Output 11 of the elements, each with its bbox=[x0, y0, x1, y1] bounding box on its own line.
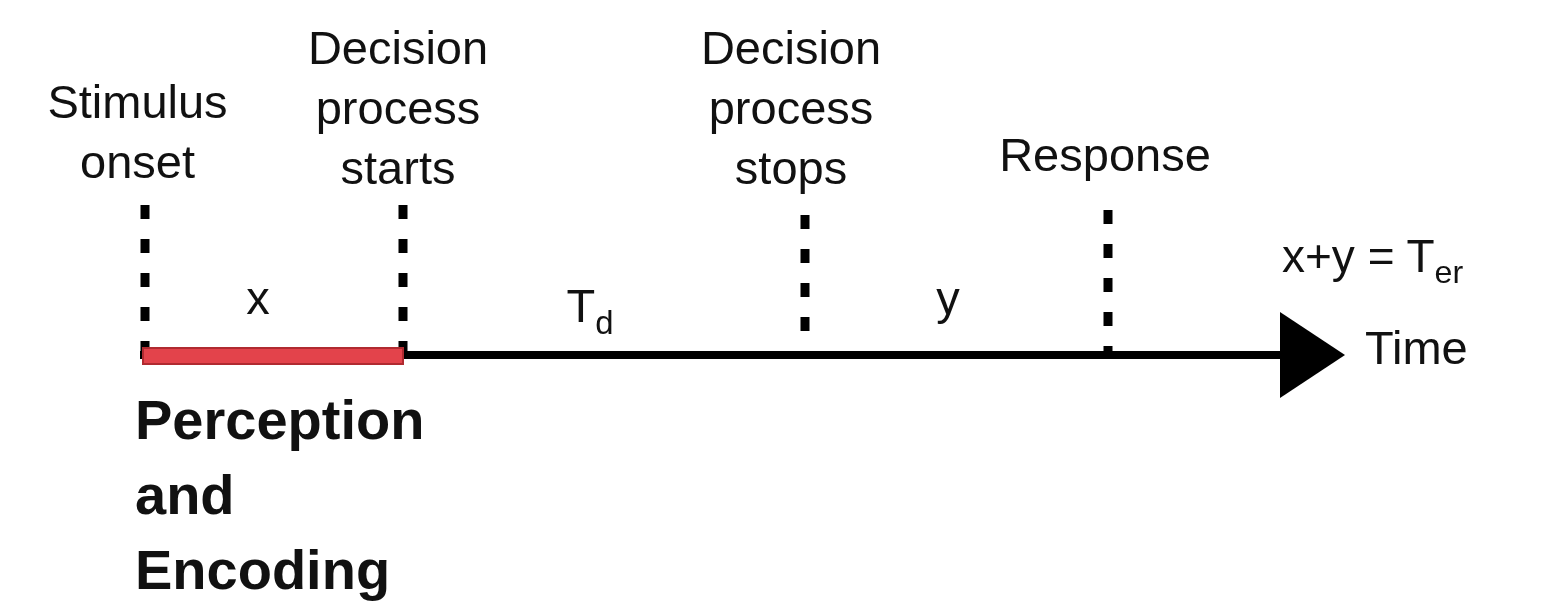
phase-label: Perception and Encoding bbox=[135, 387, 426, 603]
event-label: Decision process starts bbox=[306, 20, 490, 196]
axis-label: Time bbox=[1365, 320, 1469, 376]
variable-label: x bbox=[245, 270, 271, 326]
event-label: Response bbox=[998, 127, 1212, 183]
phase-bar bbox=[142, 347, 404, 365]
variable-label: T$_{d}$ bbox=[565, 278, 615, 343]
equation-label: x+y = T$_{er}$ bbox=[1282, 229, 1465, 293]
event-label: Stimulus onset bbox=[46, 74, 229, 190]
event-label: Decision process stops bbox=[699, 20, 883, 196]
variable-label: y bbox=[935, 270, 961, 326]
